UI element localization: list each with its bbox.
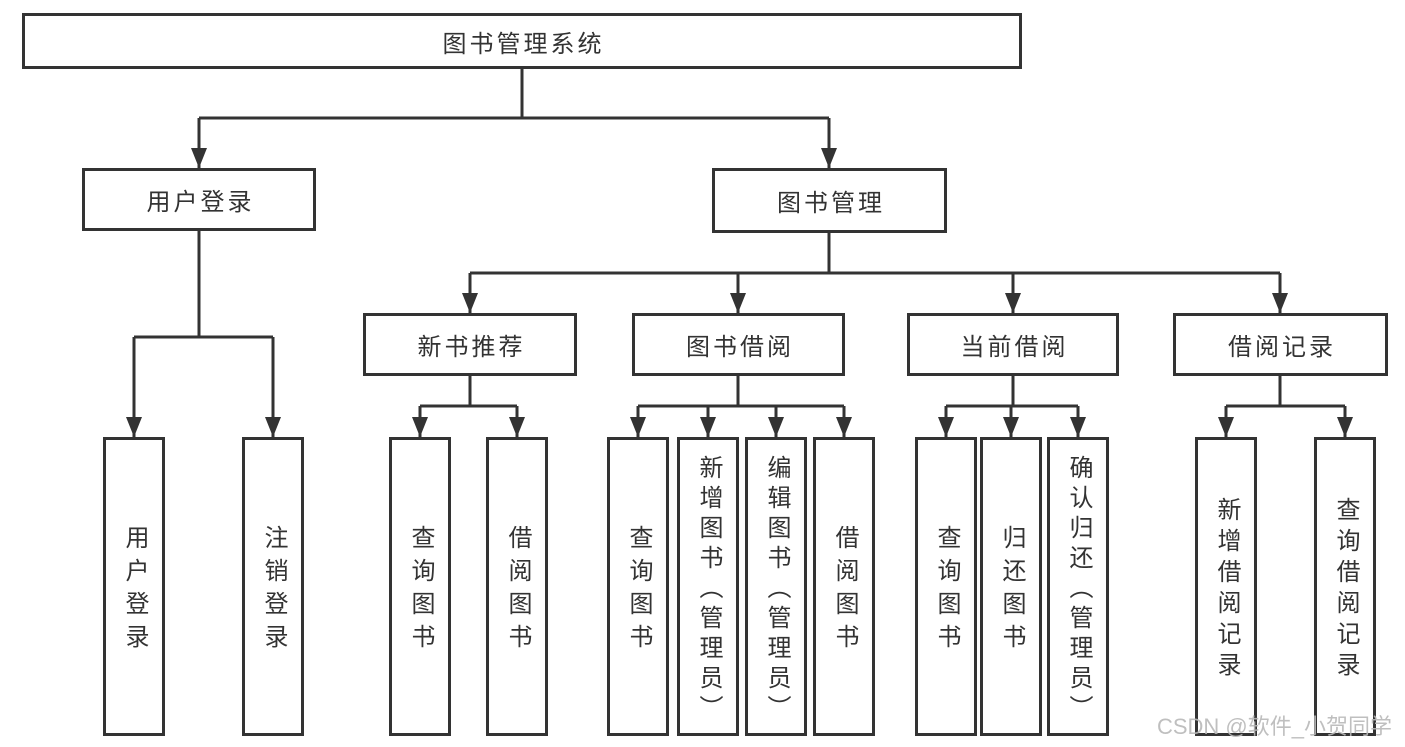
leaf-query-books-1: 查询图书: [389, 437, 451, 736]
node-borrow-records: 借阅记录: [1173, 313, 1388, 376]
leaf-edit-books-admin: 编辑图书（管理员）: [745, 437, 807, 736]
leaf-add-borrow-record: 新增借阅记录: [1195, 437, 1257, 736]
connector-borrow-records-children: [1218, 376, 1353, 437]
connector-user-login-children: [126, 231, 281, 437]
connector-current-borrow-children: [938, 376, 1086, 437]
leaf-return-books: 归还图书: [980, 437, 1042, 736]
node-library-management-system: 图书管理系统: [22, 13, 1022, 69]
node-book-borrow: 图书借阅: [632, 313, 845, 376]
leaf-borrow-books-1: 借阅图书: [486, 437, 548, 736]
node-new-book-recommend: 新书推荐: [363, 313, 577, 376]
leaf-query-books-2: 查询图书: [607, 437, 669, 736]
csdn-watermark: CSDN @软件_小贺同学: [1156, 714, 1392, 739]
connector-new-book-children: [412, 376, 525, 437]
leaf-logout: 注销登录: [242, 437, 304, 736]
leaf-borrow-books-2: 借阅图书: [813, 437, 875, 736]
leaf-user-login: 用户登录: [103, 437, 165, 736]
node-current-borrow: 当前借阅: [907, 313, 1119, 376]
leaf-confirm-return-admin: 确认归还（管理员）: [1047, 437, 1109, 736]
leaf-add-books-admin: 新增图书（管理员）: [677, 437, 739, 736]
connector-book-management-children: [462, 233, 1288, 313]
leaf-query-books-3: 查询图书: [915, 437, 977, 736]
node-user-login: 用户登录: [82, 168, 316, 231]
node-book-management: 图书管理: [712, 168, 947, 233]
connector-book-borrow-children: [630, 376, 852, 437]
leaf-query-borrow-record: 查询借阅记录: [1314, 437, 1376, 736]
connector-root-to-level2: [191, 69, 837, 168]
